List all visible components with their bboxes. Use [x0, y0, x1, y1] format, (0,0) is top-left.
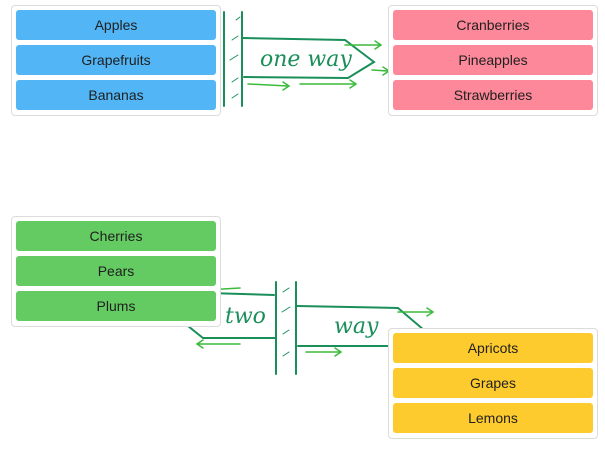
sortable-list-cherries[interactable]: Cherries Pears Plums: [11, 216, 221, 327]
list-item-bananas[interactable]: Bananas: [16, 80, 216, 110]
list-item-lemons[interactable]: Lemons: [393, 403, 593, 433]
list-item-grapefruits[interactable]: Grapefruits: [16, 45, 216, 75]
list-item-grapes[interactable]: Grapes: [393, 368, 593, 398]
list-item-pineapples[interactable]: Pineapples: [393, 45, 593, 75]
two-sign-text: two: [225, 304, 266, 329]
list-item-apricots[interactable]: Apricots: [393, 333, 593, 363]
way-sign-text: way: [334, 314, 379, 339]
sortable-list-apples[interactable]: Apples Grapefruits Bananas: [11, 5, 221, 116]
list-item-plums[interactable]: Plums: [16, 291, 216, 321]
list-item-pears[interactable]: Pears: [16, 256, 216, 286]
list-item-apples[interactable]: Apples: [16, 10, 216, 40]
sortable-list-cranberries[interactable]: Cranberries Pineapples Strawberries: [388, 5, 598, 116]
list-item-strawberries[interactable]: Strawberries: [393, 80, 593, 110]
sortable-list-apricots[interactable]: Apricots Grapes Lemons: [388, 328, 598, 439]
one-way-sign-text: one way: [260, 47, 352, 72]
list-item-cranberries[interactable]: Cranberries: [393, 10, 593, 40]
list-item-cherries[interactable]: Cherries: [16, 221, 216, 251]
